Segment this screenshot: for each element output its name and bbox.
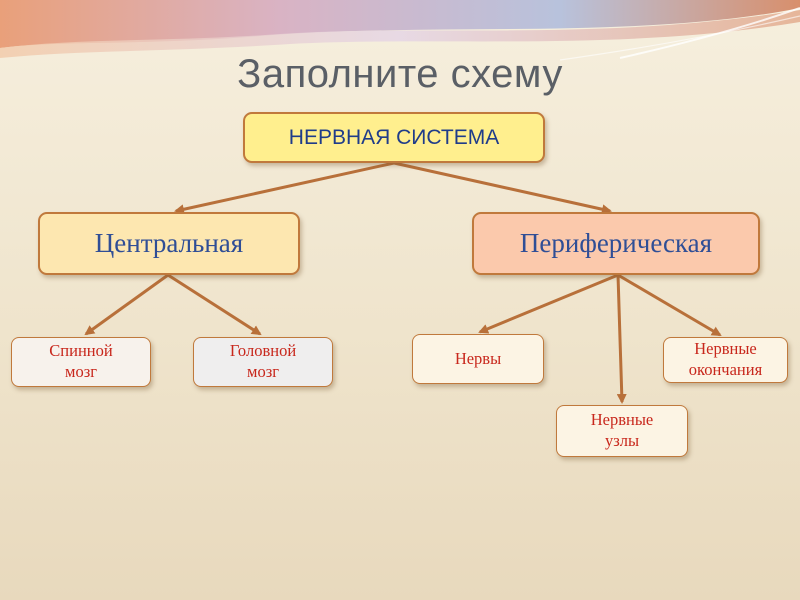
node-spinal-cord-line1: Спинной [49, 341, 112, 362]
node-peripheral-label: Периферическая [520, 228, 712, 259]
node-nerve-endings-line1: Нервные [689, 339, 762, 360]
node-spinal-cord-line2: мозг [49, 362, 112, 383]
node-nerves: Нервы [412, 334, 544, 384]
arrow-peripheral-to-ganglia [618, 275, 622, 402]
node-spinal-cord: Спинной мозг [11, 337, 151, 387]
node-nerve-ganglia-line2: узлы [591, 431, 654, 452]
node-brain-line1: Головной [230, 341, 296, 362]
node-nerve-ganglia: Нервные узлы [556, 405, 688, 457]
arrow-peripheral-to-endings [618, 275, 720, 335]
node-nerves-label: Нервы [455, 349, 501, 370]
arrow-central-to-brain [168, 275, 260, 334]
arrow-peripheral-to-nerves [480, 275, 618, 332]
node-brain-line2: мозг [230, 362, 296, 383]
arrow-root-to-central [176, 163, 394, 211]
node-central-label: Центральная [95, 228, 243, 259]
node-nerve-ganglia-line1: Нервные [591, 410, 654, 431]
root-node-label: НЕРВНАЯ СИСТЕМА [289, 126, 499, 150]
node-nerve-endings: Нервные окончания [663, 337, 788, 383]
node-central: Центральная [38, 212, 300, 275]
node-nerve-endings-line2: окончания [689, 360, 762, 381]
arrow-central-to-spinal [86, 275, 168, 334]
root-node-nervous-system: НЕРВНАЯ СИСТЕМА [243, 112, 545, 163]
node-brain: Головной мозг [193, 337, 333, 387]
node-peripheral: Периферическая [472, 212, 760, 275]
arrow-root-to-peripheral [394, 163, 610, 211]
